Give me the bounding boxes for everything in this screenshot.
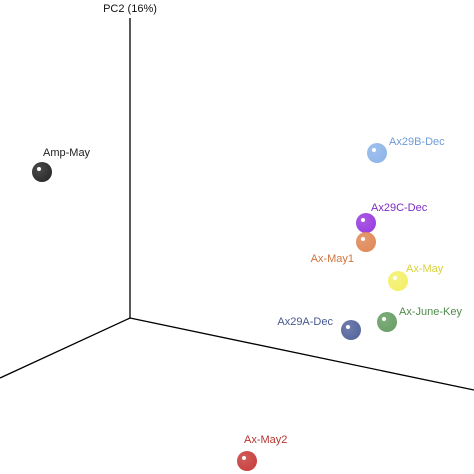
point-ax-may2 [237,451,257,471]
point-label-amp-may: Amp-May [43,147,91,159]
pc3-axis [0,317,131,379]
point-amp-may [32,162,52,182]
point-ax29b-dec [367,143,387,163]
point-ax-june-key [377,312,397,332]
point-ax29c-dec [356,213,376,233]
point-highlight-ax-may [393,276,397,280]
point-highlight-ax29c-dec [361,218,365,222]
pc2-axis-title: PC2 (16%) [103,3,157,15]
point-label-ax29c-dec: Ax29C-Dec [371,202,428,214]
point-highlight-ax-june-key [382,317,386,321]
point-label-ax29b-dec: Ax29B-Dec [389,136,445,148]
point-label-ax-may1: Ax-May1 [311,253,354,265]
point-highlight-ax29a-dec [346,325,350,329]
points-layer: Amp-May Ax29B-DecAx29C-DecAx-May1Ax-MayAx… [32,136,462,471]
point-ax29a-dec [341,320,361,340]
point-label-ax29a-dec: Ax29A-Dec [277,316,333,328]
point-label-ax-may: Ax-May [406,263,444,275]
point-highlight-ax29b-dec [372,148,376,152]
point-ax-may [388,271,408,291]
point-highlight-ax-may2 [242,456,246,460]
point-highlight-ax-may1 [361,237,365,241]
point-ax-may1 [356,232,376,252]
pc1-axis [129,317,474,391]
point-label-ax-june-key: Ax-June-Key [399,306,462,318]
point-label-ax-may2: Ax-May2 [244,434,287,446]
point-highlight-amp-may [37,167,41,171]
